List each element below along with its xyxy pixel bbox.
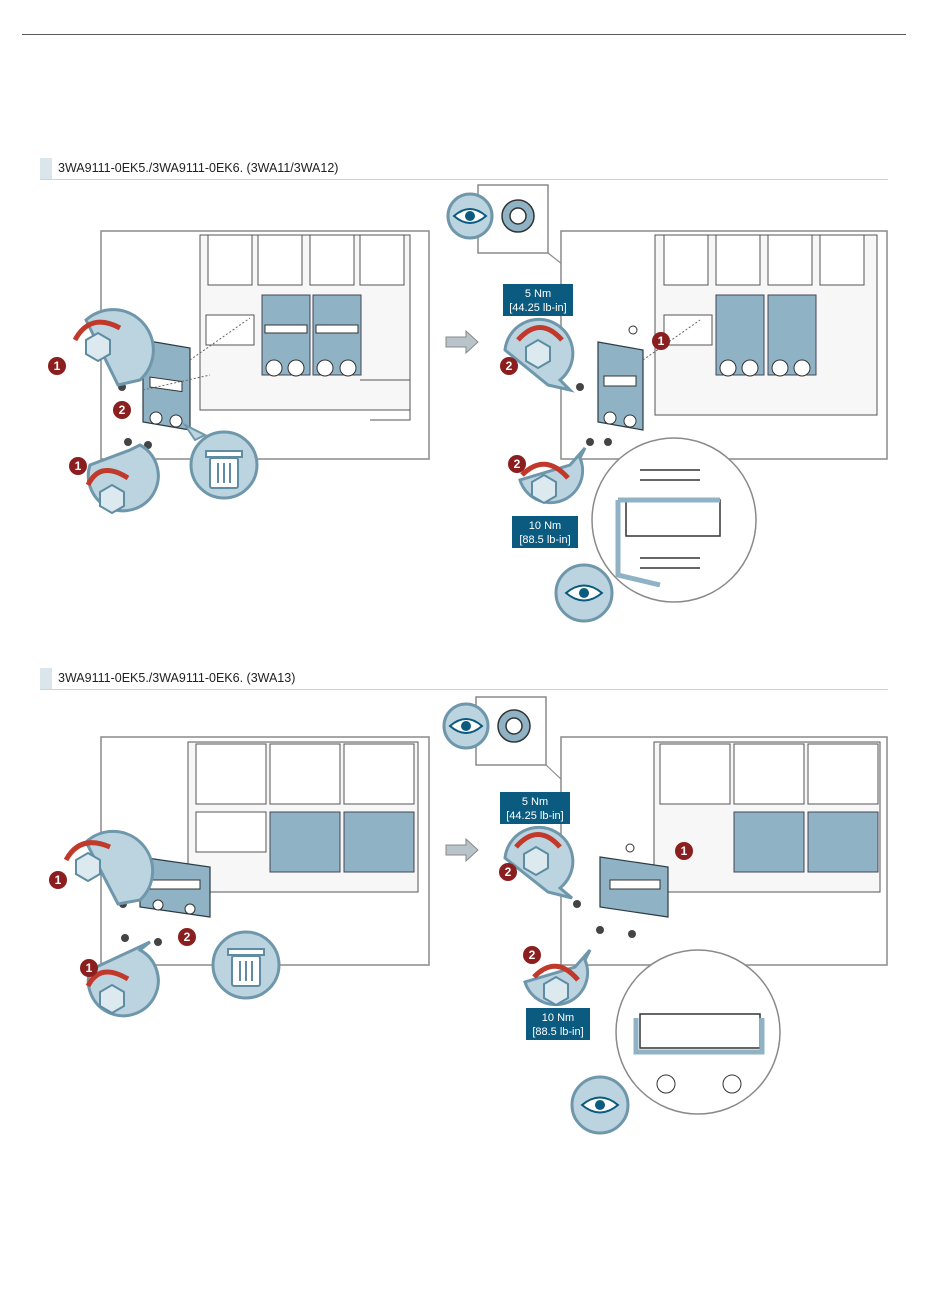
figure-2: 1 1 2 [0, 692, 950, 1142]
step-badge-icon: 2 [508, 455, 526, 473]
torque-value: 10 Nm [529, 520, 561, 532]
hex-nut-icon [76, 853, 100, 881]
step-badge-icon: 2 [523, 946, 541, 964]
screw [121, 934, 129, 942]
breaker-illustration-right [655, 235, 877, 415]
hex-nut-icon [86, 333, 110, 361]
step-badge-icon: 2 [499, 863, 517, 881]
step-number: 2 [119, 403, 126, 417]
eye-icon [556, 565, 612, 621]
torque-value: 10 Nm [542, 1012, 574, 1024]
figure-1: 1 2 1 [0, 180, 950, 640]
detail-magnifier [592, 438, 756, 602]
step-number: 1 [75, 459, 82, 473]
section-marker [40, 158, 52, 180]
screw [586, 438, 594, 446]
step-number: 1 [55, 873, 62, 887]
step-badge-icon: 1 [652, 332, 670, 350]
torque-label-large: 10 Nm [88.5 lb-in] [512, 516, 578, 548]
hex-nut-icon [524, 847, 548, 875]
hex-nut-icon [100, 985, 124, 1013]
eye-icon [444, 704, 488, 748]
step-badge-icon: 1 [48, 357, 66, 375]
torque-label-large: 10 Nm [88.5 lb-in] [526, 1008, 590, 1040]
step-badge-icon: 2 [113, 401, 131, 419]
section-header-1: 3WA9111-0EK5./3WA9111-0EK6. (3WA11/3WA12… [40, 158, 888, 180]
detail-magnifier [616, 950, 780, 1114]
hex-nut-icon [544, 977, 568, 1005]
breaker-illustration-right [654, 742, 880, 892]
loosen-callout-2 [88, 445, 158, 513]
breaker-illustration-left [188, 742, 418, 892]
torque-value: 5 Nm [522, 796, 548, 808]
screw [124, 438, 132, 446]
step-badge-icon: 2 [500, 357, 518, 375]
step-number: 1 [658, 334, 665, 348]
washer-icon [498, 710, 530, 742]
step-number: 2 [505, 865, 512, 879]
section-title: 3WA9111-0EK5./3WA9111-0EK6. (3WA11/3WA12… [58, 161, 338, 175]
torque-value-imperial: [44.25 lb-in] [509, 302, 566, 314]
torque-value: 5 Nm [525, 288, 551, 300]
step-badge-icon: 1 [675, 842, 693, 860]
torque-value-imperial: [44.25 lb-in] [506, 810, 563, 822]
screw [154, 938, 162, 946]
loosen-callout-1 [75, 310, 153, 385]
torque-value-imperial: [88.5 lb-in] [532, 1026, 583, 1038]
hex-nut-icon [100, 485, 124, 513]
trash-callout [213, 932, 279, 998]
step-badge-icon: 1 [49, 871, 67, 889]
screw [628, 930, 636, 938]
step-number: 2 [514, 457, 521, 471]
process-arrow-icon [446, 331, 478, 353]
torque-label-small: 5 Nm [44.25 lb-in] [500, 792, 570, 824]
step-number: 2 [506, 359, 513, 373]
step-number: 1 [681, 844, 688, 858]
section-header-2: 3WA9111-0EK5./3WA9111-0EK6. (3WA13) [40, 668, 888, 690]
hex-nut-icon [532, 475, 556, 503]
eye-icon [572, 1077, 628, 1133]
step-badge-icon: 1 [80, 959, 98, 977]
screw [573, 900, 581, 908]
tighten-callout-1 [505, 827, 573, 898]
screw [596, 926, 604, 934]
step-number: 2 [184, 930, 191, 944]
washer-icon [502, 200, 534, 232]
eye-icon [448, 194, 492, 238]
screw [576, 383, 584, 391]
screw [604, 438, 612, 446]
torque-value-imperial: [88.5 lb-in] [519, 534, 570, 546]
hex-nut-icon [526, 340, 550, 368]
trash-bin-icon [206, 451, 242, 488]
section-divider [40, 689, 888, 690]
top-rule [22, 34, 906, 35]
step-number: 1 [54, 359, 61, 373]
process-arrow-icon [446, 839, 478, 861]
step-badge-icon: 2 [178, 928, 196, 946]
torque-label-small: 5 Nm [44.25 lb-in] [503, 284, 573, 316]
breaker-illustration-left [200, 235, 410, 420]
figure-2-drawing: 1 1 2 [0, 692, 950, 1142]
trash-bin-icon [228, 949, 264, 986]
figure-1-drawing: 1 2 1 [0, 180, 950, 640]
section-title: 3WA9111-0EK5./3WA9111-0EK6. (3WA13) [58, 671, 295, 685]
step-badge-icon: 1 [69, 457, 87, 475]
step-number: 1 [86, 961, 93, 975]
tighten-callout-1 [505, 319, 573, 390]
section-marker [40, 668, 52, 690]
step-number: 2 [529, 948, 536, 962]
